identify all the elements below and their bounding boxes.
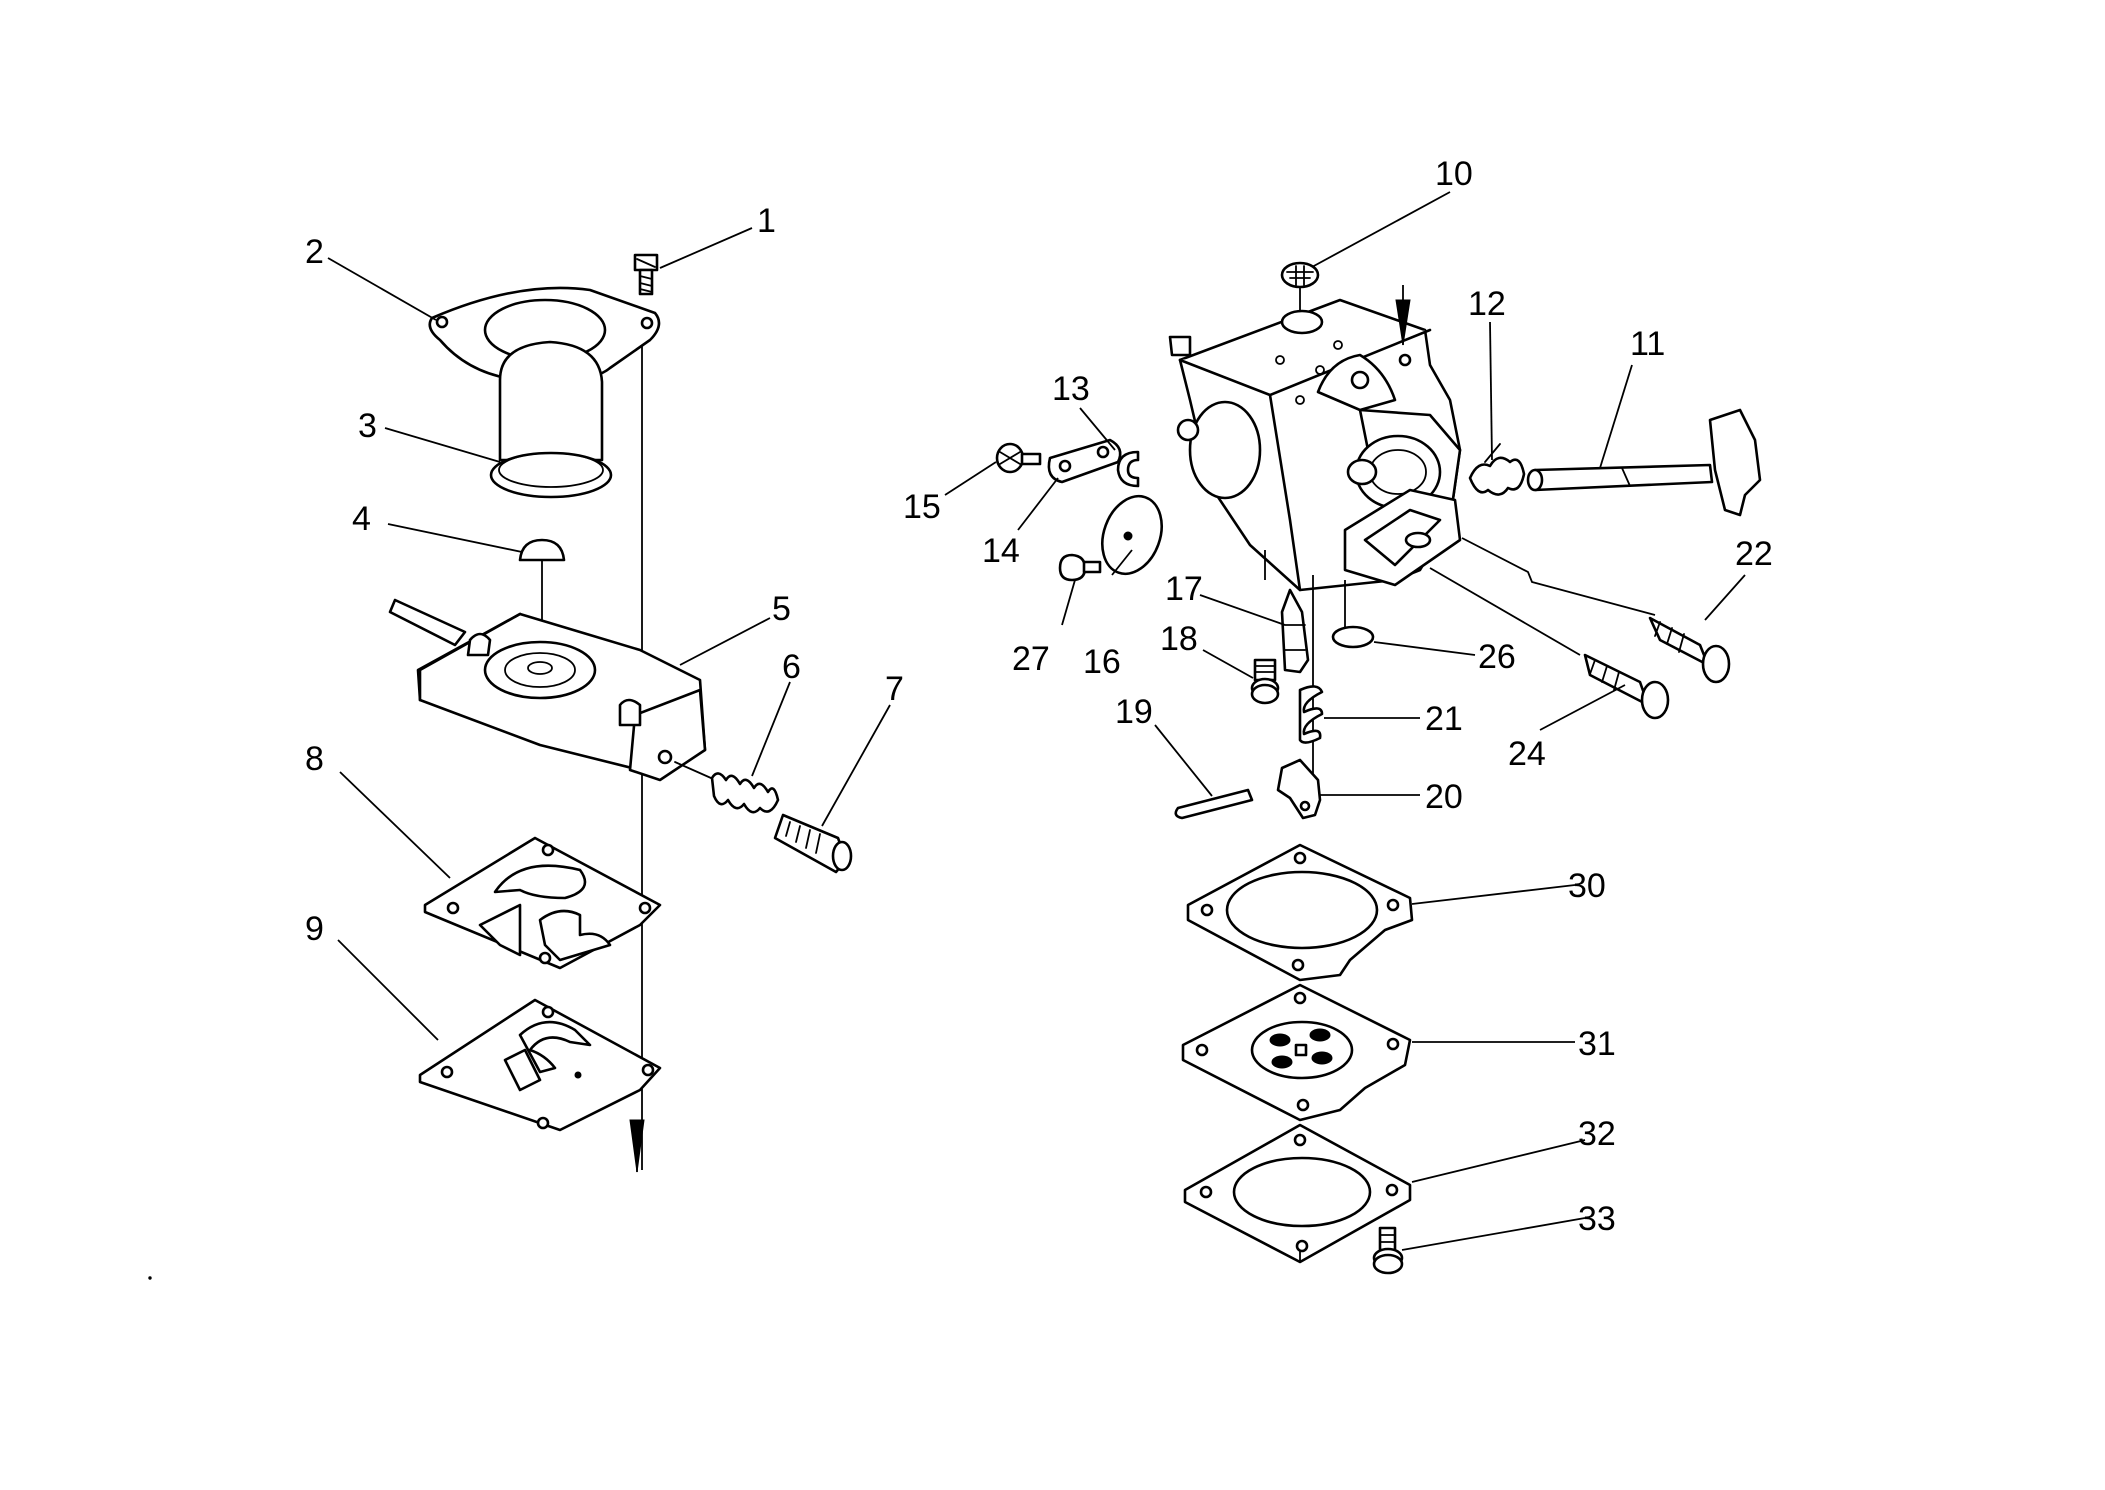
part-6-spring	[674, 761, 780, 814]
callout-4: 4	[352, 500, 371, 538]
part-24-mixture-screw	[1429, 567, 1670, 720]
part-33-screw	[1372, 1226, 1404, 1275]
callout-18: 18	[1160, 620, 1198, 658]
part-17-needle-valve	[1264, 550, 1310, 674]
part-31-pump-diaphragm	[1181, 983, 1412, 1122]
part-8-gasket	[423, 836, 662, 970]
part-7-adjusting-screw	[773, 813, 853, 874]
part-20-metering-lever	[1276, 758, 1322, 820]
callout-20: 20	[1425, 778, 1463, 816]
callout-6: 6	[782, 648, 801, 686]
callout-27: 27	[1012, 640, 1050, 678]
part-19-pin	[1174, 788, 1254, 820]
callout-14: 14	[982, 532, 1020, 570]
part-14-lever-plate	[1047, 438, 1122, 484]
part-27-screw	[1058, 553, 1102, 582]
part-30-gasket	[1186, 843, 1414, 982]
callout-15: 15	[903, 488, 941, 526]
part-22-idle-screw	[1461, 537, 1731, 684]
callout-3: 3	[358, 407, 377, 445]
callout-8: 8	[305, 740, 324, 778]
part-18-screw	[1250, 658, 1280, 705]
callout-16: 16	[1083, 643, 1121, 681]
part-2-cover-plate	[428, 286, 661, 383]
callout-7: 7	[885, 670, 904, 708]
callout-31: 31	[1578, 1025, 1616, 1063]
callout-5: 5	[772, 590, 791, 628]
callout-9: 9	[305, 910, 324, 948]
callout-2: 2	[305, 233, 324, 271]
callout-12: 12	[1468, 285, 1506, 323]
part-9-diaphragm	[418, 998, 662, 1132]
part-1-screw	[633, 253, 659, 296]
callout-19: 19	[1115, 693, 1153, 731]
part-12-spring	[1468, 443, 1526, 496]
part-11-throttle-shaft	[1526, 408, 1762, 517]
callout-1: 1	[757, 202, 776, 240]
callout-30: 30	[1568, 867, 1606, 905]
part-15-screw	[995, 442, 1042, 474]
part-10-filter-screen	[1280, 261, 1320, 325]
part-21-spring	[1298, 575, 1324, 780]
callout-11: 11	[1630, 325, 1665, 363]
callout-26: 26	[1478, 638, 1516, 676]
callout-10: 10	[1435, 155, 1473, 193]
part-5-primer-body	[388, 598, 707, 782]
callout-24: 24	[1508, 735, 1546, 773]
callout-32: 32	[1578, 1115, 1616, 1153]
part-16-throttle-plate	[1101, 494, 1163, 576]
part-3-primer-bulb	[489, 340, 613, 499]
part-32-pump-cover	[1183, 1123, 1412, 1264]
callout-22: 22	[1735, 535, 1773, 573]
callout-17: 17	[1165, 570, 1203, 608]
callout-33: 33	[1578, 1200, 1616, 1238]
leader-lines	[327, 191, 1746, 1251]
callout-labels: 1 2 3 4 5 6 7 8 9 10 11 12 13 14 15 16 1…	[305, 155, 1773, 1238]
carburetor-body	[1168, 298, 1462, 592]
callout-21: 21	[1425, 700, 1463, 738]
callout-13: 13	[1052, 370, 1090, 408]
part-26-plug	[1331, 580, 1375, 649]
